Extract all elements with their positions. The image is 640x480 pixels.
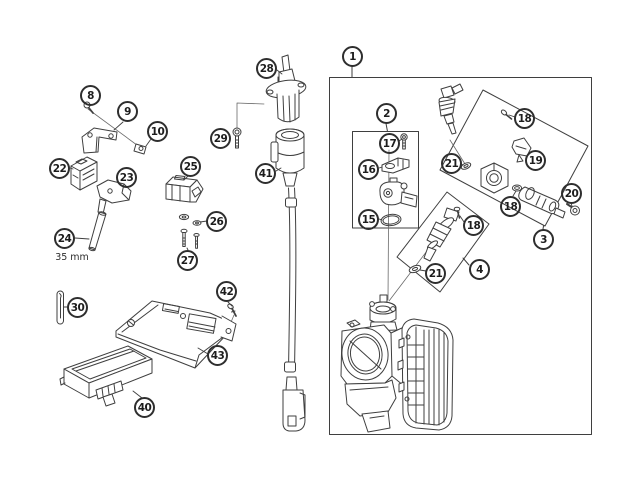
callout-9: 9 [117,101,138,122]
callout-16: 16 [358,159,379,180]
callout-leader-lines [63,69,573,399]
group-boxes [329,66,592,435]
callout-28: 28 [256,58,277,79]
callout-25: 25 [180,156,201,177]
part-18-screw-top [500,109,513,120]
part-injector-lower [423,207,460,262]
part-27-screws [180,228,200,249]
callout-18-lower: 18 [463,215,484,236]
callout-23: 23 [116,167,137,188]
part-26-washers [178,213,202,226]
callout-22: 22 [49,158,70,179]
callout-8: 8 [80,85,101,106]
callout-3: 3 [533,229,554,250]
part-pressure-regulator [480,162,509,194]
callout-27: 27 [177,250,198,271]
callout-2: 2 [376,103,397,124]
part-22-connector [70,156,98,191]
part-valve-cylinder [518,186,566,219]
callout-18-top: 18 [514,108,535,129]
part-18-screw-lower [453,206,461,219]
callout-19: 19 [525,150,546,171]
part-15-oring [380,213,402,227]
part-21-washer-lower [408,264,422,274]
part-40-control-unit [59,345,153,407]
callout-42: 42 [216,281,237,302]
callout-17: 17 [379,133,400,154]
throttle-cable [282,187,306,432]
part-throttle-sensor [379,177,418,208]
callout-43: 43 [207,345,228,366]
part-41-connector [270,128,305,187]
callout-30: 30 [67,297,88,318]
callout-21-lower: 21 [425,263,446,284]
callout-1: 1 [342,46,363,67]
part-19-plug [511,137,532,163]
part-bracket-assembly [81,101,147,155]
part-28-sensor [265,54,307,123]
part-20-fitting [566,203,580,216]
callout-20: 20 [561,183,582,204]
part-25-relay [165,175,204,203]
callout-18-middle: 18 [500,196,521,217]
callout-15: 15 [358,209,379,230]
part-throttle-body [340,294,454,433]
callout-40: 40 [134,397,155,418]
part-injector-upper [438,83,464,135]
part-30-pin [56,290,64,325]
part-18-oring [511,184,523,192]
callout-29: 29 [210,128,231,149]
callout-26: 26 [206,211,227,232]
callout-41: 41 [255,163,276,184]
callout-24: 24 [54,228,75,249]
part-17-screw [400,133,408,150]
part-24-hose [88,211,107,252]
part-21-washer-upper [460,162,472,170]
dimension-label-35mm: 35 mm [55,252,89,263]
callout-21-upper: 21 [441,153,462,174]
callout-4: 4 [469,259,490,280]
callout-10: 10 [147,121,168,142]
part-43-bracket-plate [115,300,237,369]
part-29-screw [232,127,242,149]
part-16-clamp [381,157,410,174]
